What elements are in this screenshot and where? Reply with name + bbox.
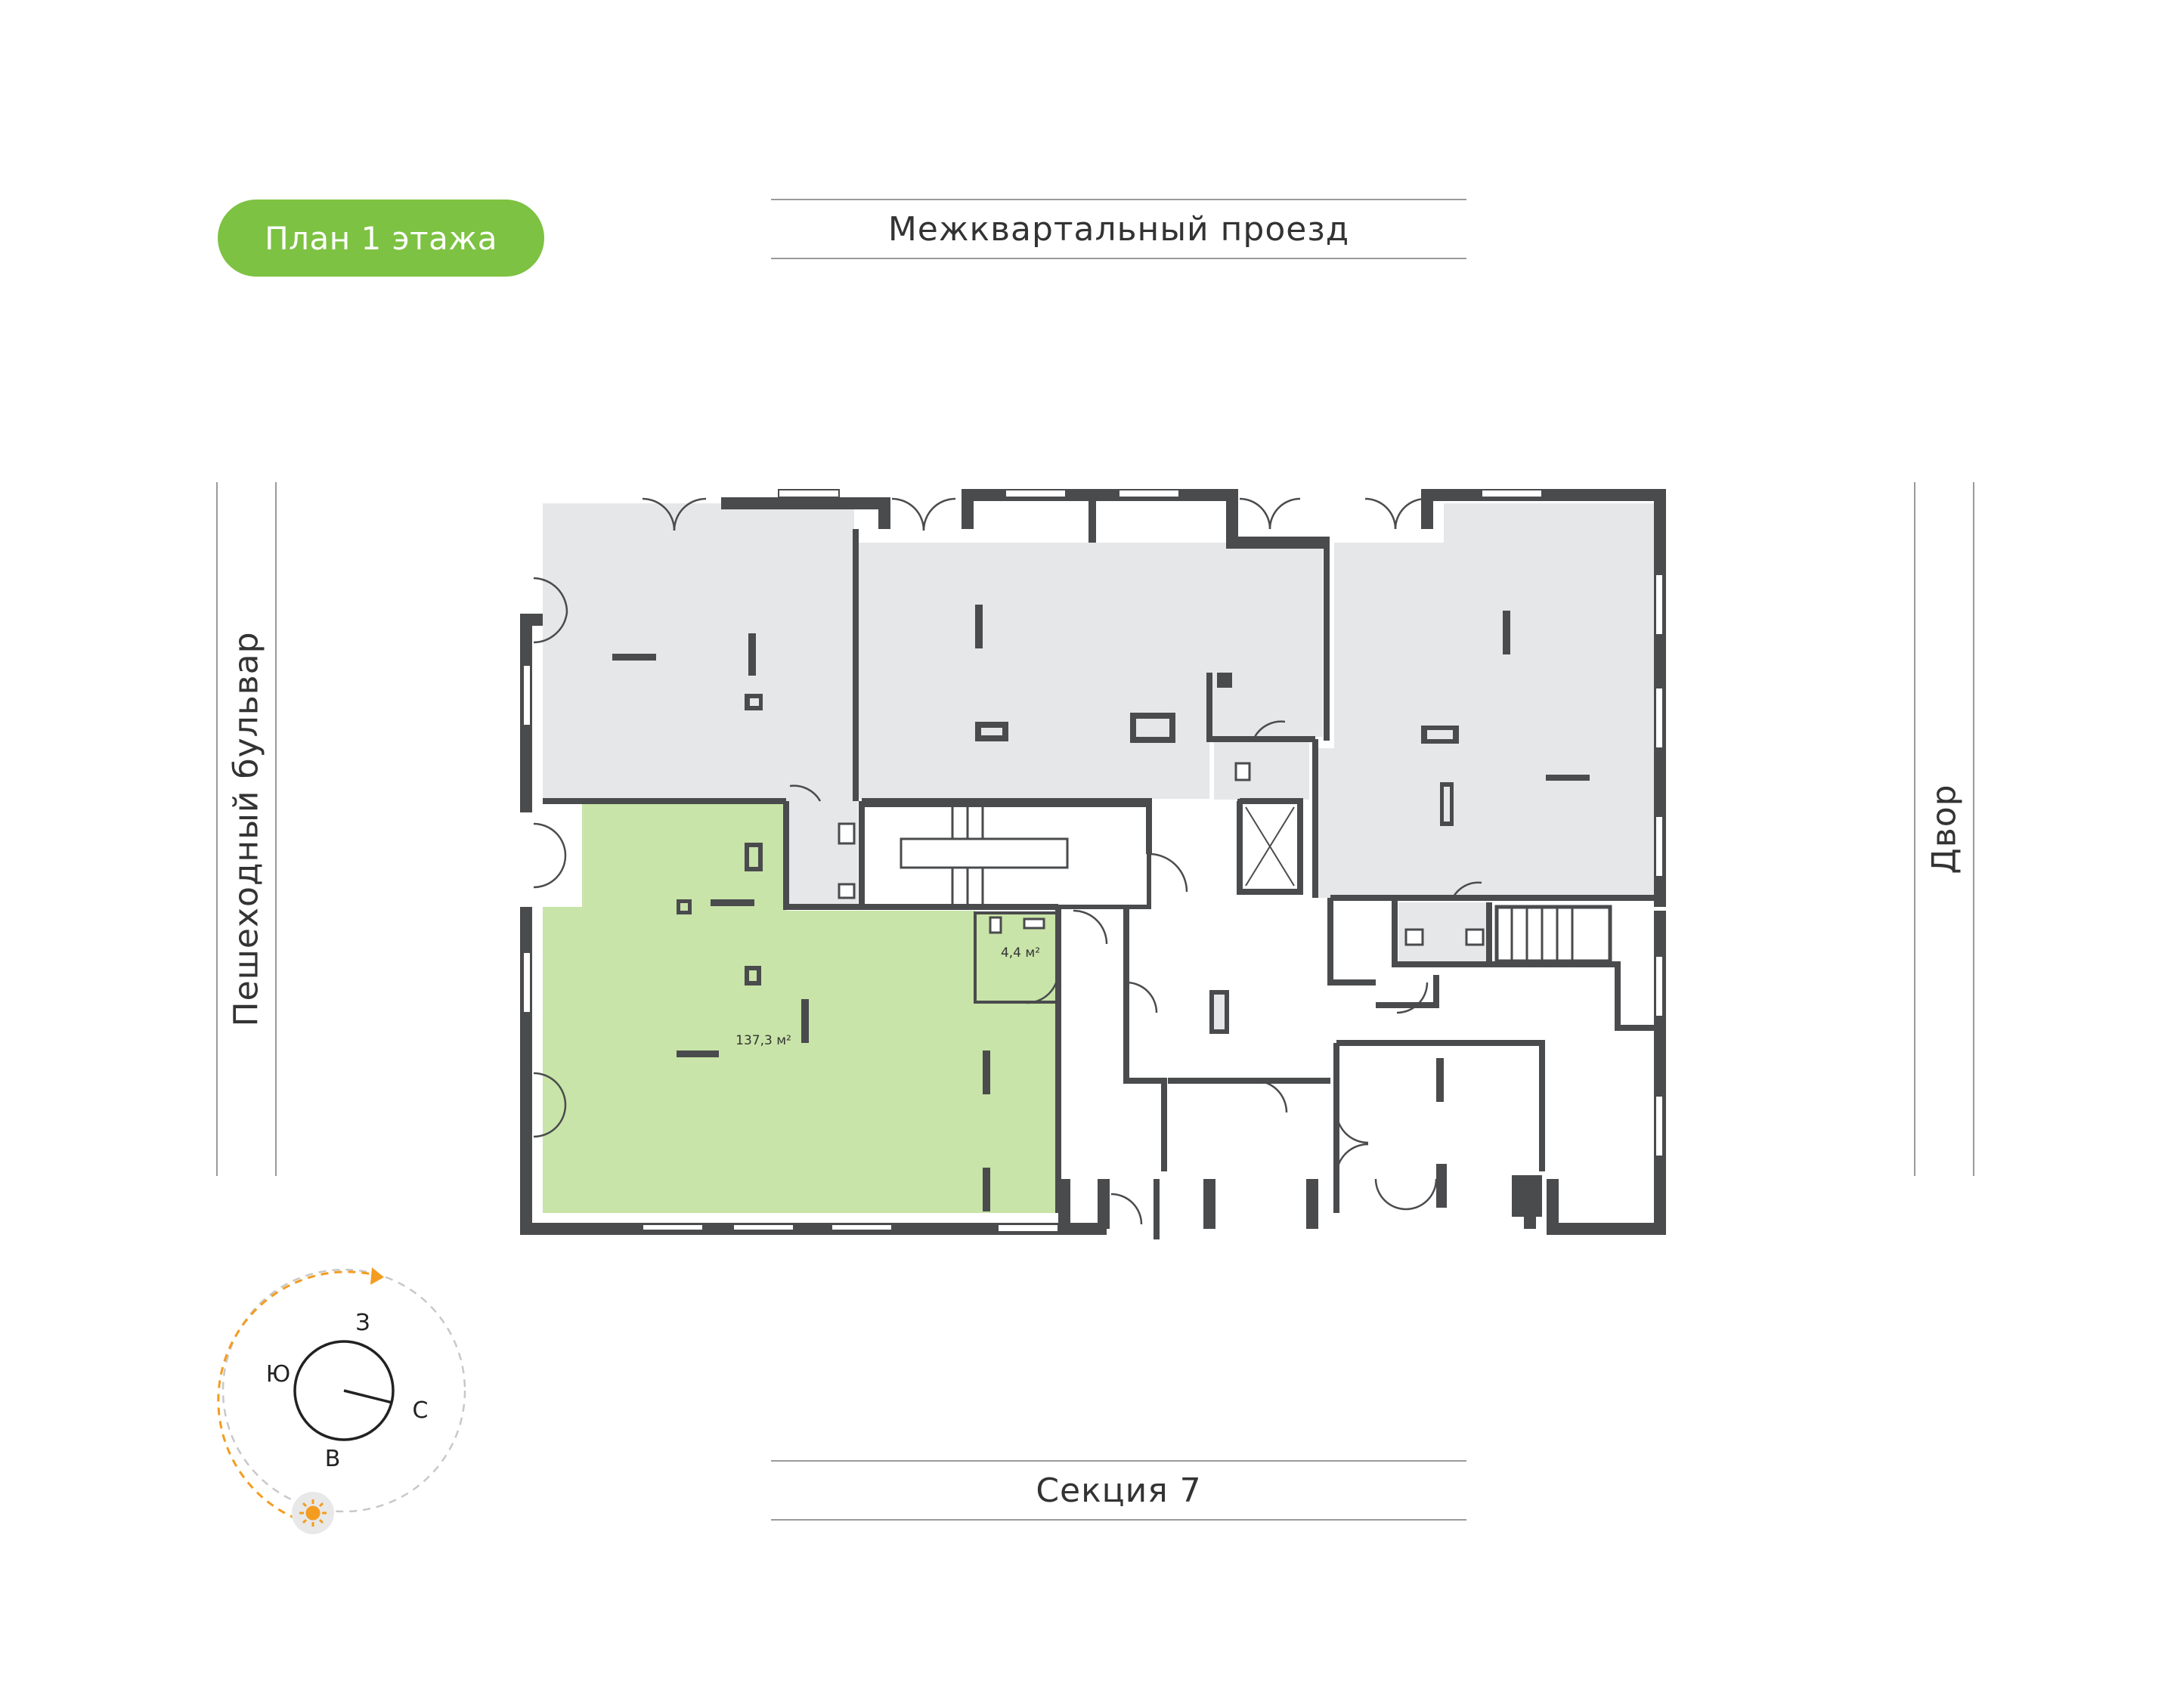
unit-bathroom-area: 4,4 м² (1001, 945, 1040, 961)
compass-west: З (355, 1310, 370, 1336)
compass-dial (293, 1340, 395, 1441)
road-bottom-label: Секция 7 (1036, 1471, 1202, 1510)
sun-path-arc-icon (217, 1270, 385, 1525)
compass-north: С (413, 1397, 429, 1424)
door-swings (533, 497, 1482, 1225)
unit-selected-area: 137,3 м² (735, 1033, 791, 1048)
sun-path-background-icon (221, 1268, 466, 1513)
sanitary-fixtures (838, 762, 1485, 946)
column-holes (750, 698, 1453, 1029)
compass-east: В (325, 1446, 341, 1472)
road-top-label: Межквартальный проезд (887, 209, 1350, 249)
unit-selected[interactable] (543, 801, 1057, 1213)
windows (522, 489, 1664, 1233)
unit-northwest[interactable] (543, 503, 854, 801)
road-left: Пешеходный бульвар (216, 482, 277, 1176)
floor-plan-badge[interactable]: План 1 этажа (218, 200, 544, 277)
sun-path-arrow-icon (370, 1267, 384, 1285)
road-bottom: Секция 7 (771, 1460, 1466, 1521)
compass-needle-icon (343, 1389, 393, 1404)
compass: З Ю С В (217, 1267, 466, 1534)
outer-walls (520, 489, 1666, 1235)
column-holes-green (680, 847, 758, 981)
unit-small-grey-2[interactable] (1214, 739, 1309, 800)
road-top: Межквартальный проезд (771, 199, 1466, 259)
unit-northeast[interactable] (1315, 503, 1655, 898)
sun-icon (299, 1499, 327, 1527)
stairs-center (859, 803, 1151, 909)
unit-small-grey-3[interactable] (1398, 902, 1488, 961)
compass-south: Ю (266, 1361, 290, 1388)
road-right: Двор (1914, 482, 1974, 1176)
stairs-east (1494, 905, 1612, 964)
elevator-shaft (1237, 799, 1302, 894)
